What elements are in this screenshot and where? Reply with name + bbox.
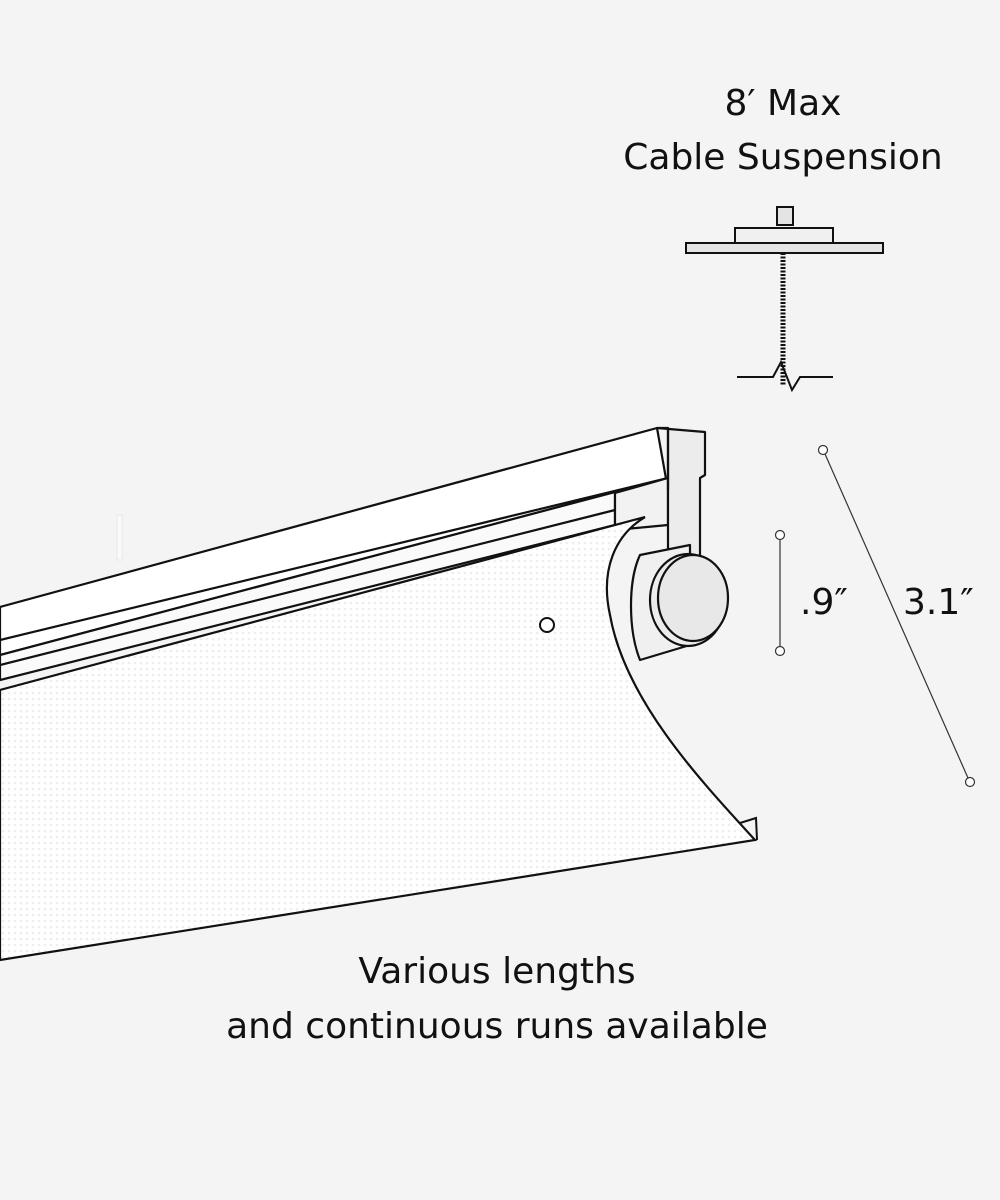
fixture-housing	[0, 426, 670, 682]
width-dimension-label: 3.1″	[903, 582, 974, 623]
width-dimension-line	[817, 444, 976, 788]
footer-line-1: Various lengths	[358, 951, 636, 992]
end-cap	[629, 426, 730, 662]
suspension-title: 8′ Max	[724, 83, 842, 124]
canopy-icon	[685, 206, 884, 254]
perforated-lens	[0, 515, 758, 962]
height-dimension-label: .9″	[800, 582, 848, 623]
background-cable	[116, 514, 123, 561]
cable-icon	[737, 253, 833, 393]
suspension-subtitle: Cable Suspension	[623, 137, 943, 178]
footer-line-2: and continuous runs available	[226, 1006, 768, 1047]
lens-screw-icon	[539, 617, 555, 633]
lens-lip	[739, 816, 758, 841]
height-dimension-line	[774, 529, 786, 657]
